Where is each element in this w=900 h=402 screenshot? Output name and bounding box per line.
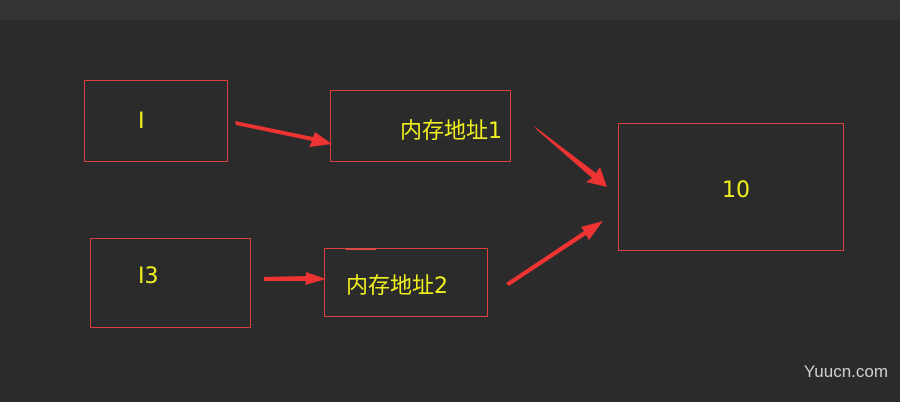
window-top-bar <box>0 0 900 20</box>
text-cursor-mark <box>346 248 376 250</box>
memory-address-2-label: 内存地址2 <box>346 274 448 299</box>
variable-i-label: I <box>138 109 145 134</box>
variable-i3-box <box>90 238 251 328</box>
value-label: 10 <box>722 178 750 203</box>
watermark-text: Yuucn.com <box>803 362 888 381</box>
arrow-address-1-to-value <box>534 126 607 187</box>
variable-i3-label: I3 <box>138 264 159 289</box>
memory-address-1-label: 内存地址1 <box>400 119 502 144</box>
arrow-i3-to-address-2 <box>264 272 326 285</box>
memory-address-2-box <box>324 248 488 317</box>
memory-address-1-box <box>330 90 511 162</box>
variable-i-box <box>84 80 228 162</box>
arrow-i-to-address-1 <box>235 121 332 147</box>
arrow-address-2-to-value <box>506 221 603 286</box>
value-box <box>618 123 844 251</box>
